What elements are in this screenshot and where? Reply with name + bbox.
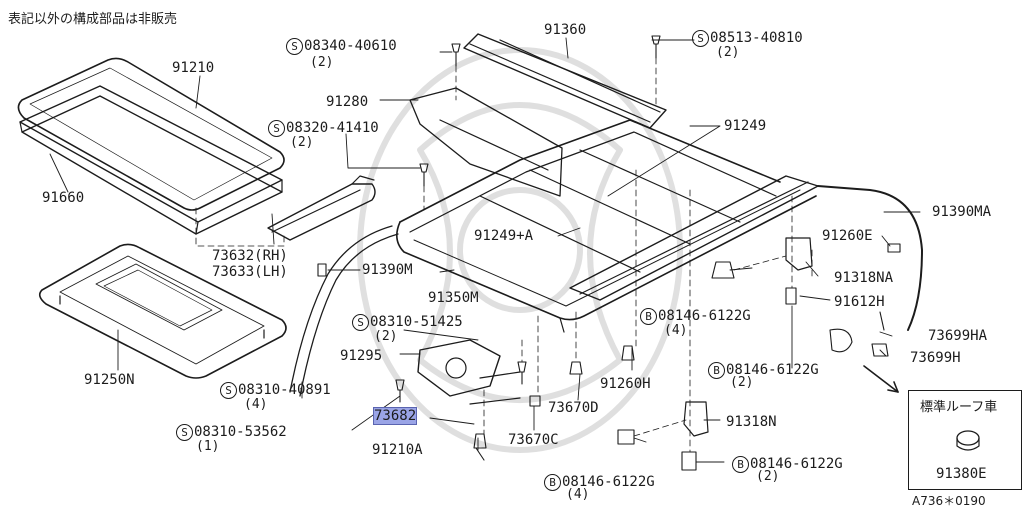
arrow-to-inset	[863, 365, 899, 393]
part-91249-label: 91249	[724, 118, 767, 134]
bolt-b3-code: 08146-6122G	[750, 456, 843, 472]
bolt-b4-code: 08146-6122G	[562, 474, 655, 490]
screw-08320-qty: (2)	[290, 135, 314, 150]
part-91250n-label: 91250N	[84, 372, 135, 388]
s-symbol: S	[268, 120, 285, 137]
part-73670c-label: 73670C	[508, 432, 559, 448]
s-symbol: S	[692, 30, 709, 47]
b-symbol: B	[544, 474, 561, 491]
b-symbol: B	[732, 456, 749, 473]
s-symbol: S	[352, 314, 369, 331]
part-91318na-label: 91318NA	[834, 270, 894, 286]
screw-08310b-code: 08310-40891	[238, 382, 331, 398]
part-91350m-label: 91350M	[428, 290, 479, 306]
side-rail-drawing	[569, 175, 819, 301]
screw-08513-qty: (2)	[716, 45, 740, 60]
dashed-alignment-lines	[195, 57, 813, 453]
part-91612h-label: 91612H	[834, 294, 885, 310]
part-91210a-label: 91210A	[372, 442, 423, 458]
part-91249a-label: 91249+A	[474, 228, 534, 244]
s-symbol: S	[286, 38, 303, 55]
part-91295-label: 91295	[340, 348, 383, 364]
part-73682-label-highlighted[interactable]: 73682	[372, 407, 418, 425]
s-symbol: S	[176, 424, 193, 441]
part-91360-label: 91360	[544, 22, 587, 38]
leader-lines	[49, 37, 921, 463]
s-symbol: S	[220, 382, 237, 399]
screw-08310c-qty: (1)	[196, 439, 220, 454]
fasteners-drawing	[317, 35, 901, 471]
bolt-b1-code: 08146-6122G	[658, 308, 751, 324]
screw-08340-qty: (2)	[310, 55, 334, 70]
brackets-drawing	[683, 237, 813, 437]
motor-drawing	[417, 339, 521, 405]
screw-08310a-qty: (2)	[374, 329, 398, 344]
bolt-b4-qty: (4)	[566, 487, 590, 502]
standard-roof-inset	[908, 390, 1022, 490]
part-73699ha-label: 73699HA	[928, 328, 988, 344]
bolt-b3-qty: (2)	[756, 469, 780, 484]
weatherstrip-drawing	[19, 85, 283, 235]
part-91260e-label: 91260E	[822, 228, 873, 244]
part-73632-label: 73632(RH)	[212, 248, 288, 264]
part-91280-label: 91280	[326, 94, 369, 110]
inset-plug-drawing	[956, 430, 980, 451]
inset-title: 標準ルーフ車	[920, 400, 998, 415]
screw-08310b-qty: (4)	[244, 397, 268, 412]
part-91390m-label: 91390M	[362, 262, 413, 278]
front-rail-drawing	[463, 33, 667, 129]
glass-lid-drawing	[17, 57, 285, 211]
screw-08513-code: 08513-40810	[710, 30, 803, 46]
b-symbol: B	[640, 308, 657, 325]
bolt-b2-qty: (2)	[730, 375, 754, 390]
drain-hoses-drawing	[289, 185, 923, 397]
part-91260h-label: 91260H	[600, 376, 651, 392]
screw-08310c-code: 08310-53562	[194, 424, 287, 440]
bolt-b2-code: 08146-6122G	[726, 362, 819, 378]
part-91380e-label: 91380E	[936, 466, 987, 482]
part-91210-label: 91210	[172, 60, 215, 76]
non-sale-note: 表記以外の構成部品は非販売	[8, 12, 178, 27]
part-91390ma-label: 91390MA	[932, 204, 992, 220]
b-symbol: B	[708, 362, 725, 379]
sunshade-drawing	[38, 243, 287, 379]
part-91660-label: 91660	[42, 190, 85, 206]
part-73670d-label: 73670D	[548, 400, 599, 416]
part-91318n-label: 91318N	[726, 414, 777, 430]
screw-08310a-code: 08310-51425	[370, 314, 463, 330]
part-73699h-label: 73699H	[910, 350, 961, 366]
bolt-b1-qty: (4)	[664, 323, 688, 338]
sunroof-frame-drawing	[396, 119, 817, 333]
screw-08320-code: 08320-41410	[286, 120, 379, 136]
screw-08340-code: 08340-40610	[304, 38, 397, 54]
deflector-drawing	[267, 175, 376, 241]
part-73633-label: 73633(LH)	[212, 264, 288, 280]
figure-code: A736＊0190	[912, 494, 986, 508]
